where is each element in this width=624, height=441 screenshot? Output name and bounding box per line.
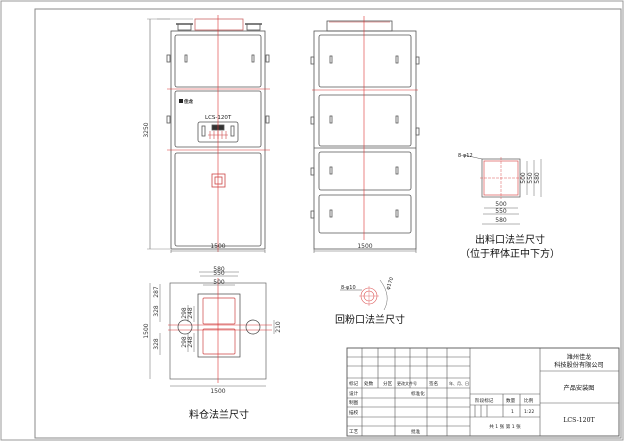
outlet-dim-h-500: 500 (495, 201, 507, 208)
sheet-count: 共 1 张 第 1 张 (489, 423, 521, 430)
row-label-trace: 描校 (349, 409, 359, 416)
hopper-inner-dim-248b: 248 (187, 336, 194, 348)
front-height-dimension: 3250 (143, 122, 150, 137)
front-width-dimension: 1500 (210, 243, 225, 250)
front-model-label: LCS-120T (205, 115, 232, 121)
outlet-dim-v-550: 550 (527, 172, 534, 184)
rev-header-date: 年、月、日 (449, 380, 469, 386)
outlet-dim-v-500: 500 (520, 172, 527, 184)
approval-label: 批准 (411, 428, 421, 435)
hopper-top-dim-500: 500 (213, 279, 225, 286)
return-flange-drawing (340, 279, 388, 311)
hopper-left-dim-328a: 328 (153, 305, 160, 317)
hopper-inner-dim-298b: 298 (181, 336, 188, 348)
rev-header-count: 处数 (364, 380, 374, 387)
title-block (346, 347, 620, 437)
hopper-inner-dim-248a: 248 (187, 307, 194, 319)
drawing-number: LCS-120T (563, 417, 595, 424)
company-name-line1: 潍州佳龙 (567, 353, 592, 361)
hopper-height-dim: 1500 (143, 323, 150, 338)
rev-header-zone: 分区 (383, 380, 393, 387)
side-width-dimension: 1500 (357, 243, 372, 250)
outlet-flange-drawing (463, 154, 542, 225)
hopper-left-dim-287: 287 (153, 286, 160, 298)
revision-headers: 标记 处数 分区 更改文件号 签名 年、月、日 (349, 380, 469, 387)
rev-header-doc-no: 更改文件号 (397, 380, 417, 386)
outlet-hole-spec: 8-φ12 (458, 153, 473, 159)
front-view (147, 15, 270, 253)
scale-label: 比例 (524, 397, 534, 404)
outlet-dim-h-550: 550 (495, 208, 507, 215)
outlet-flange-caption: 出料口法兰尺寸 (475, 233, 545, 246)
return-hole-spec: 8-φ10 (341, 285, 356, 291)
hopper-top-dim-580: 580 (213, 266, 225, 273)
hopper-top-dim-550: 550 (213, 270, 225, 277)
rev-header-sign: 签名 (429, 380, 438, 387)
hopper-flange-caption: 料仓法兰尺寸 (189, 408, 249, 421)
return-pcd: φ170 (385, 277, 395, 291)
row-label-design: 设计 (349, 390, 359, 397)
row-label-drawing: 制图 (349, 399, 359, 406)
row-label-process: 工艺 (349, 429, 359, 435)
rev-header-mark: 标记 (349, 380, 359, 387)
drawing-title: 产品安装图 (564, 384, 595, 392)
hopper-width-dim: 1500 (210, 388, 225, 395)
return-flange-caption: 回粉口法兰尺寸 (335, 313, 405, 326)
outlet-dim-v-580: 580 (534, 172, 541, 184)
standardization-label: 标准化 (411, 390, 425, 397)
front-logo-text: 佳龙 (184, 98, 193, 105)
hopper-right-dim-210: 210 (275, 321, 282, 333)
quantity-value: 1 (511, 409, 514, 415)
sheet-inner-border (34, 8, 622, 439)
scale-value: 1:22 (524, 409, 534, 415)
side-view (310, 16, 420, 253)
outlet-flange-subcaption: （位于秤体正中下方） (460, 247, 560, 260)
hopper-inner-dim-298a: 298 (181, 307, 188, 319)
outlet-dim-h-580: 580 (495, 217, 507, 224)
stage-mark-label: 阶段标记 (475, 397, 494, 404)
hopper-flange-drawing (149, 271, 275, 387)
hopper-left-dim-328b: 328 (153, 338, 160, 350)
quantity-label: 数量 (506, 397, 516, 404)
company-name-line2: 科技股份有限公司 (554, 361, 604, 369)
